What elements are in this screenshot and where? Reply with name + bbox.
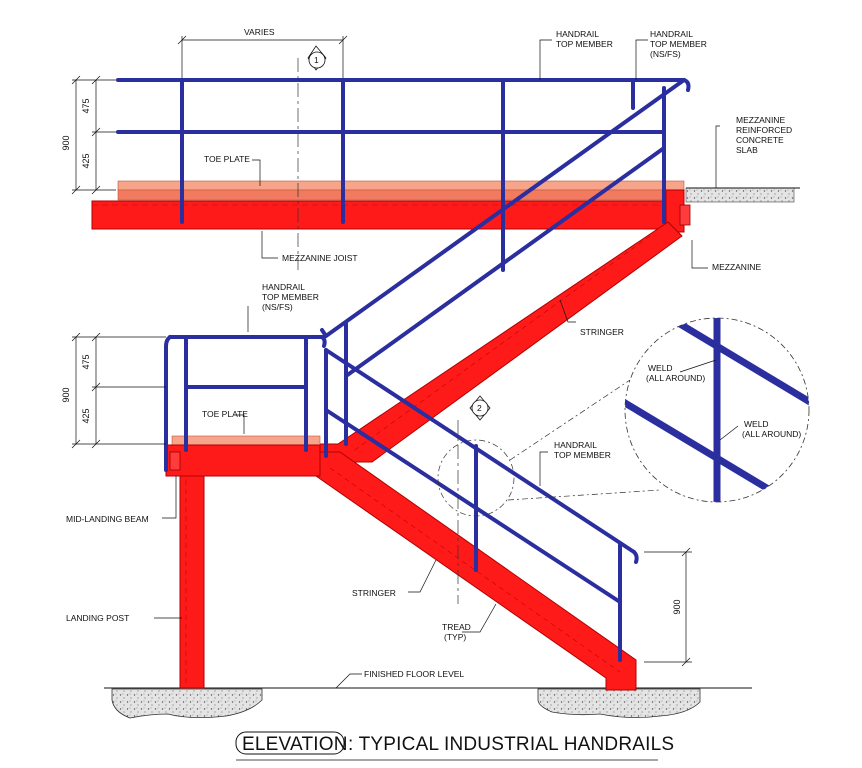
callout-1	[307, 45, 327, 71]
ground	[104, 687, 752, 719]
weld-detail	[624, 317, 810, 503]
toe-plate-upper-label: TOE PLATE	[204, 154, 250, 164]
stair-rail-dimension-text: 900	[672, 599, 682, 614]
lower-total-dimension: 900	[61, 387, 71, 402]
handrail-top-member-label-2a: HANDRAIL	[554, 440, 597, 450]
mid-landing-beam-label: MID-LANDING BEAM	[66, 514, 149, 524]
weld-label-2a: WELD	[744, 419, 769, 429]
toe-plate-lower-label: TOE PLATE	[202, 409, 248, 419]
handrail-top-member-nsfs-label-2c: (NS/FS)	[262, 302, 293, 312]
callout-2-number: 2	[477, 403, 482, 413]
stringer-upper-label: STRINGER	[580, 327, 624, 337]
lower-top-dimension: 475	[81, 354, 91, 369]
mezzanine-label: MEZZANINE	[712, 262, 761, 272]
landing-post-label: LANDING POST	[66, 613, 129, 623]
left-footing	[111, 688, 263, 719]
landing-post	[179, 475, 205, 689]
weld-label-1a: WELD	[648, 363, 673, 373]
lower-bottom-dimension: 425	[81, 408, 91, 423]
upper-toe-plate	[117, 180, 685, 201]
weld-label-1b: (ALL AROUND)	[646, 373, 705, 383]
weld-label-2b: (ALL AROUND)	[742, 429, 801, 439]
mid-landing	[165, 435, 321, 689]
right-footing	[537, 688, 701, 718]
mezzanine-slab	[685, 187, 800, 203]
varies-dimension	[177, 35, 348, 78]
detail-reference-circle	[437, 379, 661, 517]
handrail-top-member-nsfs-label-2b: TOP MEMBER	[262, 292, 319, 302]
handrail-top-member-label-1b: TOP MEMBER	[556, 39, 613, 49]
leaders	[154, 39, 739, 689]
stringer-lower-label: STRINGER	[352, 588, 396, 598]
mezzanine-slab-label-a: MEZZANINE	[736, 115, 785, 125]
handrail-top-member-nsfs-label-1c: (NS/FS)	[650, 49, 681, 59]
callout-1-number: 1	[314, 55, 319, 65]
finished-floor-level-label: FINISHED FLOOR LEVEL	[364, 669, 464, 679]
handrails	[116, 78, 691, 662]
drawing-title: ELEVATION : TYPICAL INDUSTRIAL HANDRAILS	[235, 731, 674, 761]
mezzanine-joist-label: MEZZANINE JOIST	[282, 253, 358, 263]
handrail-top-member-nsfs-label-1b: TOP MEMBER	[650, 39, 707, 49]
mezzanine-slab-label-d: SLAB	[736, 145, 758, 155]
lower-dimension	[71, 332, 166, 449]
handrail-top-member-label-1a: HANDRAIL	[556, 29, 599, 39]
upper-bottom-dimension: 425	[81, 153, 91, 168]
handrail-top-member-nsfs-label-2a: HANDRAIL	[262, 282, 305, 292]
title-boxed: ELEVATION	[242, 734, 348, 755]
tread-label-a: TREAD	[442, 622, 471, 632]
mezzanine-slab-label-b: REINFORCED	[736, 125, 792, 135]
upper-dimension	[71, 75, 116, 195]
tread-label-b: (TYP)	[444, 632, 466, 642]
stair-rail-dimension	[644, 547, 692, 667]
varies-label: VARIES	[244, 27, 275, 37]
handrail-top-member-nsfs-label-1a: HANDRAIL	[650, 29, 693, 39]
mezzanine-slab-label-c: CONCRETE	[736, 135, 784, 145]
handrail-top-member-label-2b: TOP MEMBER	[554, 450, 611, 460]
callout-2	[469, 395, 491, 421]
title-rest: : TYPICAL INDUSTRIAL HANDRAILS	[348, 734, 674, 755]
upper-total-dimension: 900	[61, 135, 71, 150]
upper-top-dimension: 475	[81, 98, 91, 113]
